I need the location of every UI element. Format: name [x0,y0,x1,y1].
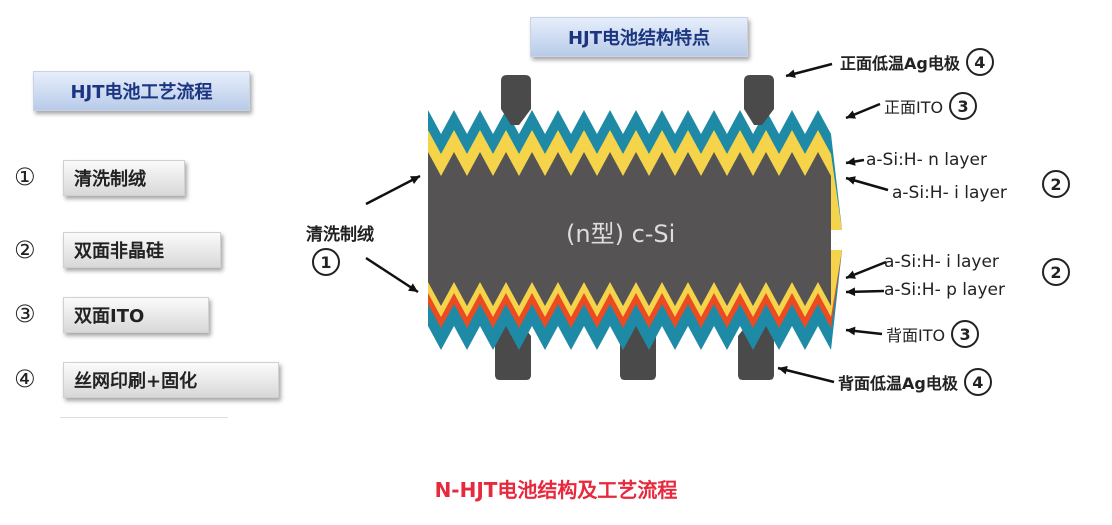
step-4-box: 丝网印刷+固化 [63,362,279,398]
step-1-number: ① [14,163,36,191]
core-label: (n型) c-Si [566,220,676,248]
arrow-i-layer-top [845,176,889,192]
back-ito-num: 3 [951,320,980,348]
back-electrode-label: 背面低温Ag电极 [838,374,958,393]
step-3-box: 双面ITO [63,297,209,333]
structure-title: HJT电池结构特点 [530,17,748,57]
divider [60,417,228,418]
i-layer-bottom-label: a-Si:H- i layer [884,252,999,272]
front-electrode-label: 正面低温Ag电极 [840,54,960,73]
amorphous-num-top: 2 [1042,170,1070,198]
arrow-back-electrode [777,365,835,384]
step-3-number: ③ [14,300,36,328]
step-2-number: ② [14,236,36,264]
n-layer-label: a-Si:H- n layer [866,150,987,170]
p-layer-label: a-Si:H- p layer [884,280,1005,300]
i-layer-top-label: a-Si:H- i layer [892,183,1007,203]
arrow-texture-top [365,174,421,206]
arrow-front-ito [845,102,881,120]
arrow-p-layer [845,287,885,297]
step-4-number: ④ [14,365,36,393]
figure-caption: N-HJT电池结构及工艺流程 [434,478,678,502]
back-ito-label: 背面ITO [886,326,946,345]
silicon-wafer [428,152,831,306]
arrow-i-layer-bottom [845,260,887,280]
step-2-box: 双面非晶硅 [63,232,221,268]
arrow-n-layer [845,157,865,166]
back-electrode-num: 4 [963,368,992,396]
process-title: HJT电池工艺流程 [33,71,250,111]
front-electrode-num: 4 [965,48,994,76]
front-electrode-2 [744,75,774,125]
front-ito-label: 正面ITO [884,98,944,117]
texture-label: 清洗制绒 [306,225,374,245]
arrow-front-electrode [785,62,833,78]
texture-num: 1 [312,248,340,276]
front-electrode-1 [501,75,531,125]
amorphous-num-bottom: 2 [1042,258,1070,286]
arrow-texture-bottom [365,256,419,294]
step-1-box: 清洗制绒 [63,160,185,196]
front-ito-num: 3 [949,92,978,120]
arrow-back-ito [845,326,883,336]
